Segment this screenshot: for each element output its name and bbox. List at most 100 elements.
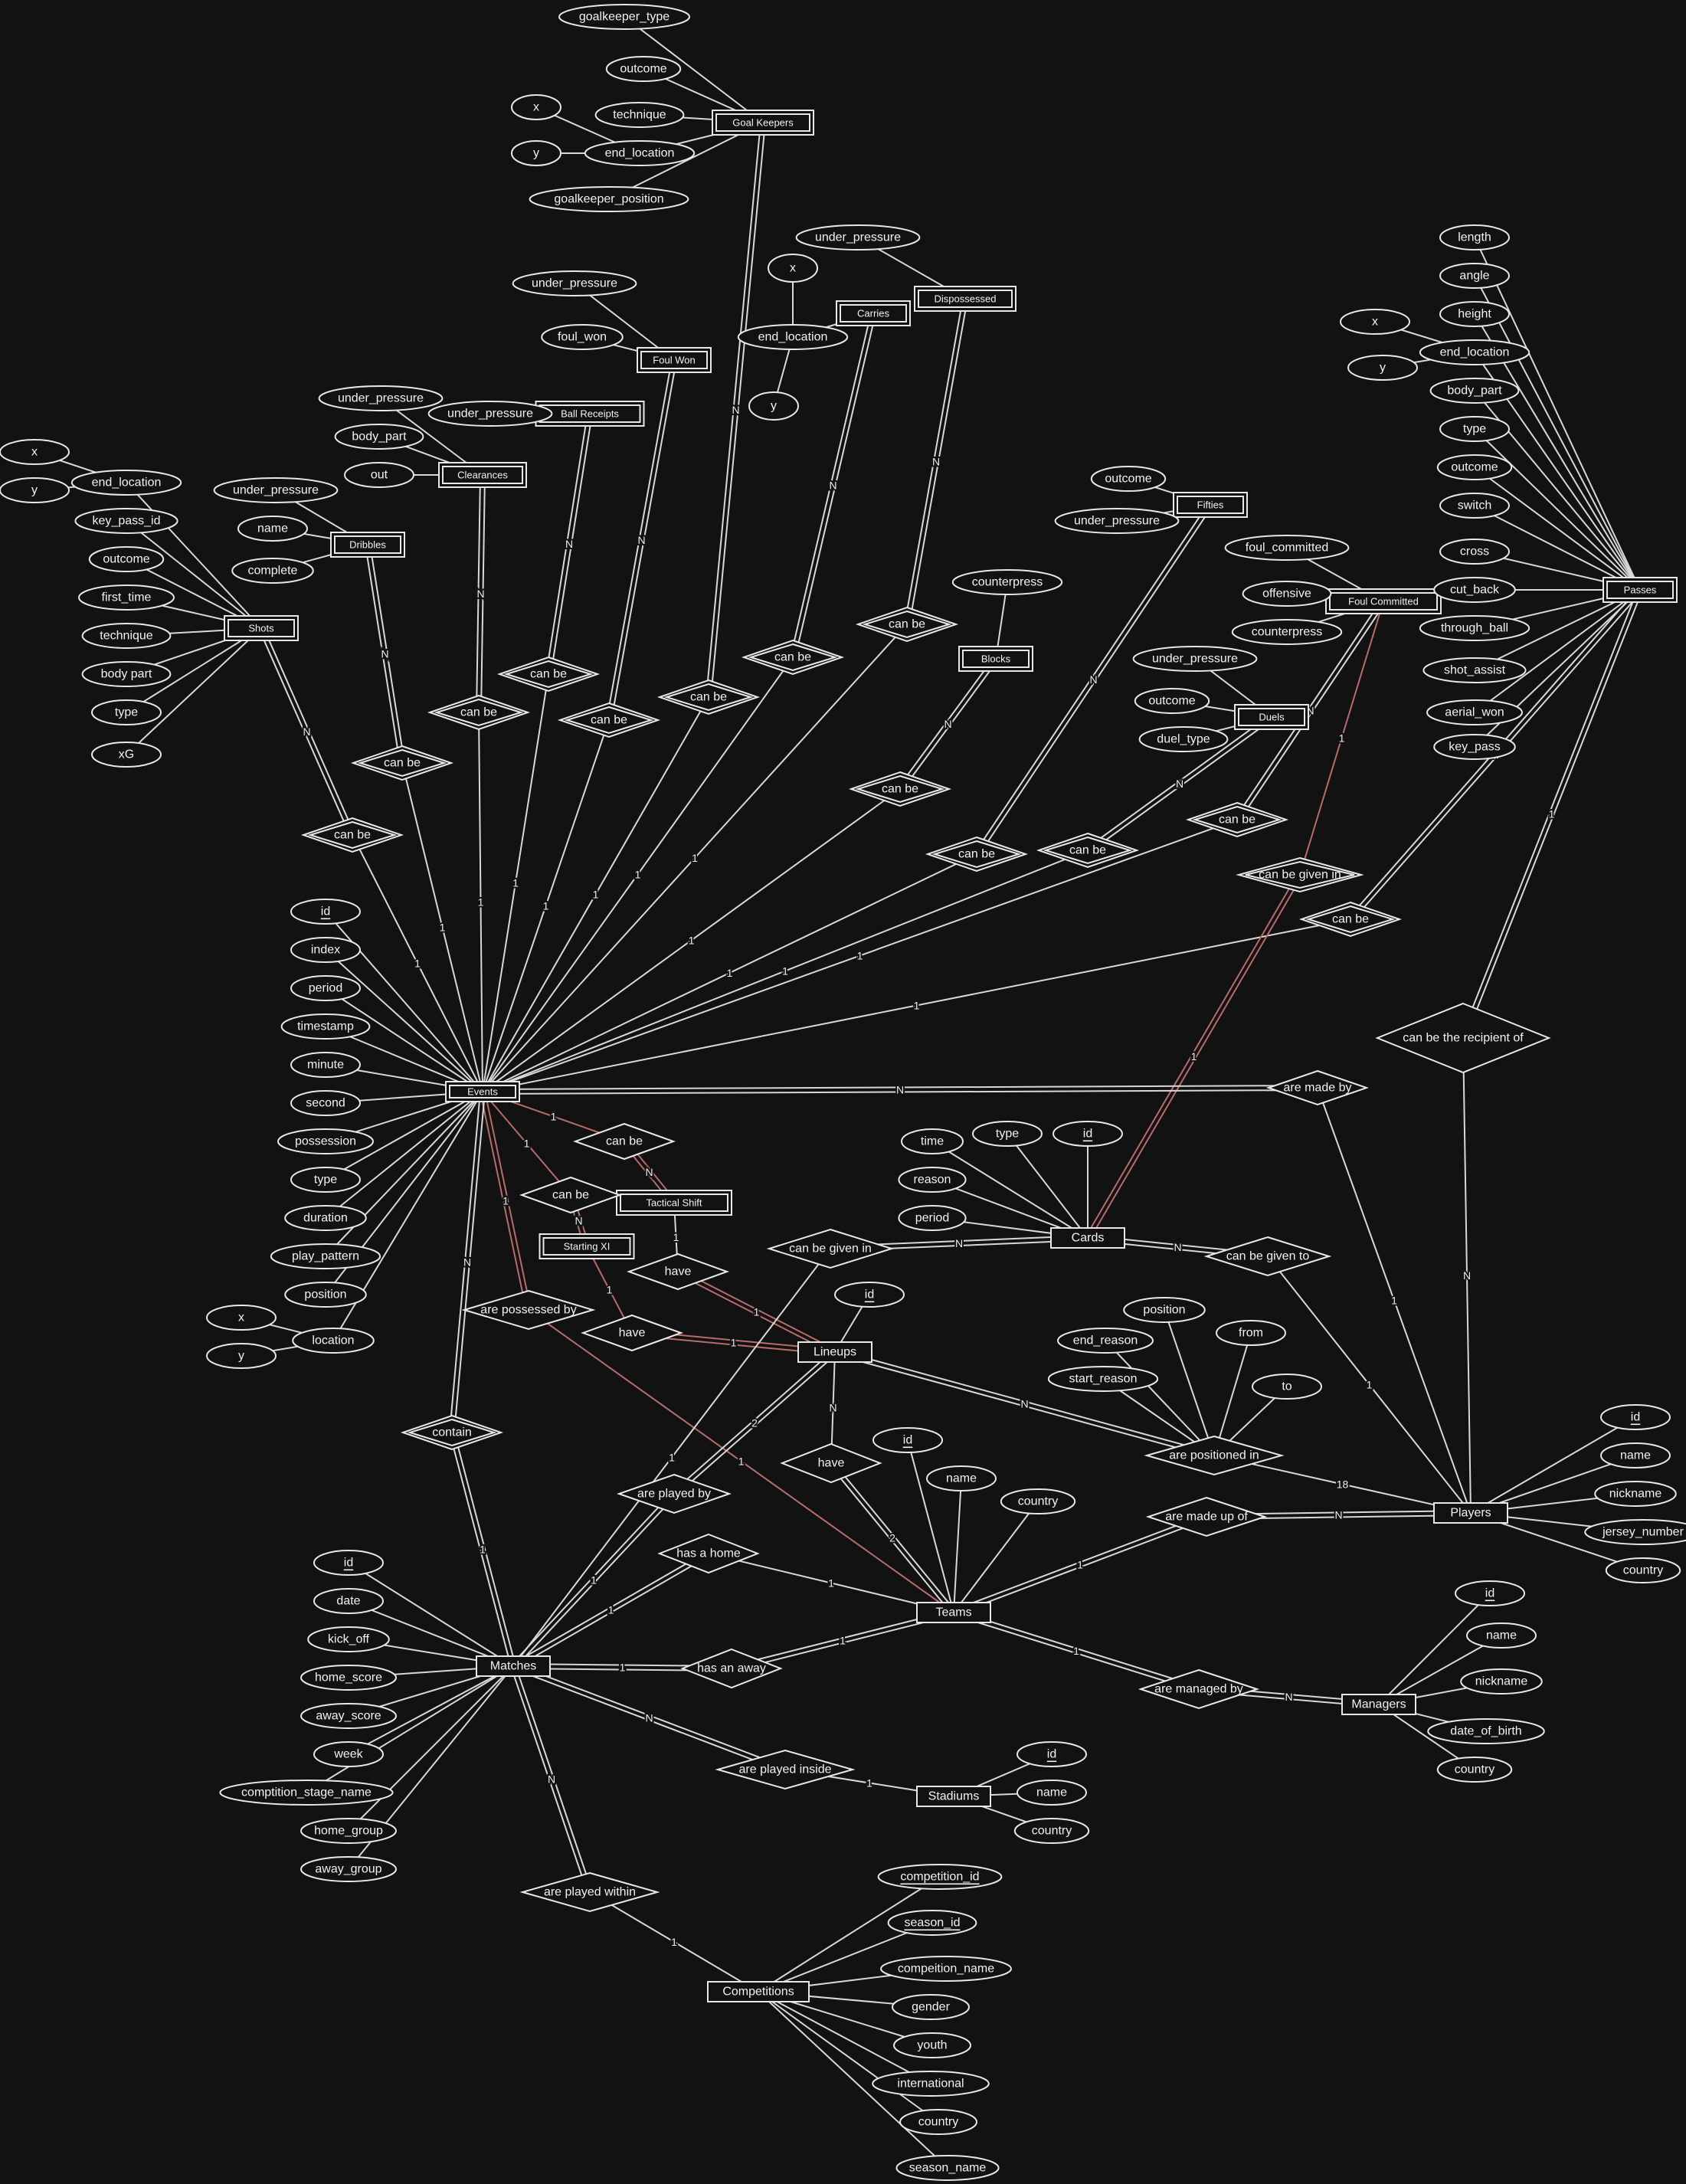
attribute-pa_cut[interactable]: cut_back bbox=[1433, 577, 1516, 603]
attribute-fw_won[interactable]: foul_won bbox=[541, 324, 624, 350]
attribute-br_up[interactable]: under_pressure bbox=[427, 401, 553, 427]
relationship-r_duels[interactable]: can be bbox=[1036, 832, 1140, 869]
attribute-ma_csn[interactable]: comptition_stage_name bbox=[219, 1780, 394, 1806]
attribute-ca_end[interactable]: end_location bbox=[737, 324, 849, 350]
attribute-ev_ts[interactable]: timestamp bbox=[280, 1013, 371, 1040]
attribute-gk_end[interactable]: end_location bbox=[584, 140, 696, 166]
entity-managers[interactable]: Managers bbox=[1341, 1694, 1416, 1715]
attribute-sh_ft[interactable]: first_time bbox=[78, 584, 175, 611]
attribute-pa_aerial[interactable]: aerial_won bbox=[1426, 699, 1523, 725]
attribute-pi_position[interactable]: position bbox=[1123, 1297, 1206, 1323]
attribute-sh_tech[interactable]: technique bbox=[81, 623, 172, 649]
entity-clearances[interactable]: Clearances bbox=[438, 462, 527, 488]
entity-dribbles[interactable]: Dribbles bbox=[330, 532, 405, 558]
attribute-ev_position[interactable]: position bbox=[284, 1282, 367, 1308]
attribute-pa_end[interactable]: end_location bbox=[1419, 339, 1530, 365]
relationship-r_have_sxi[interactable]: have bbox=[581, 1314, 683, 1352]
attribute-dr_up[interactable]: under_pressure bbox=[213, 477, 339, 503]
relationship-r_ballrec[interactable]: can be bbox=[496, 656, 601, 693]
attribute-ev_pp[interactable]: play_pattern bbox=[270, 1243, 381, 1269]
relationship-r_madeup[interactable]: are made up of bbox=[1145, 1496, 1268, 1537]
attribute-ma_hs[interactable]: home_score bbox=[300, 1665, 397, 1691]
attribute-pa_y[interactable]: y bbox=[1347, 355, 1418, 381]
relationship-r_clearances[interactable]: can be bbox=[427, 694, 531, 731]
attribute-ca_y[interactable]: y bbox=[748, 391, 799, 421]
attribute-ma_ag[interactable]: away_group bbox=[300, 1856, 397, 1882]
attribute-ma_as[interactable]: away_score bbox=[300, 1703, 397, 1729]
relationship-r_cardgiven_to[interactable]: can be given to bbox=[1203, 1236, 1332, 1277]
attribute-cd_reason[interactable]: reason bbox=[898, 1167, 967, 1193]
attribute-fw_up[interactable]: under_pressure bbox=[512, 270, 637, 296]
attribute-sh_kp[interactable]: key_pass_id bbox=[74, 508, 178, 534]
attribute-mg_id[interactable]: id bbox=[1455, 1580, 1525, 1606]
relationship-r_disp[interactable]: can be bbox=[855, 606, 959, 643]
attribute-ev_id[interactable]: id bbox=[290, 899, 361, 925]
relationship-r_cardgiven_in[interactable]: can be given in bbox=[766, 1228, 895, 1269]
relationship-r_have_lt[interactable]: have bbox=[780, 1442, 882, 1484]
attribute-pa_bp[interactable]: body_part bbox=[1429, 378, 1520, 404]
entity-players[interactable]: Players bbox=[1433, 1502, 1508, 1524]
entity-foul_won[interactable]: Foul Won bbox=[637, 347, 712, 373]
attribute-gk_y[interactable]: y bbox=[511, 140, 561, 166]
attribute-gk_pos[interactable]: goalkeeper_position bbox=[529, 186, 689, 212]
attribute-pi_to[interactable]: to bbox=[1252, 1374, 1322, 1400]
attribute-pa_height[interactable]: height bbox=[1439, 301, 1510, 327]
attribute-co_cid[interactable]: competition_id bbox=[877, 1864, 1003, 1890]
attribute-ma_week[interactable]: week bbox=[313, 1741, 384, 1767]
attribute-cl_bp[interactable]: body_part bbox=[334, 424, 424, 450]
relationship-r_foulwon[interactable]: can be bbox=[557, 702, 661, 738]
relationship-r_startxi[interactable]: can be bbox=[519, 1176, 622, 1214]
relationship-r_within[interactable]: are played within bbox=[519, 1871, 660, 1913]
entity-goal_keepers[interactable]: Goal Keepers bbox=[712, 110, 814, 136]
relationship-r_foulcom[interactable]: can be bbox=[1185, 801, 1289, 838]
relationship-r_shots[interactable]: can be bbox=[300, 817, 404, 853]
relationship-r_gk[interactable]: can be bbox=[656, 679, 761, 715]
attribute-fi_outcome[interactable]: outcome bbox=[1090, 466, 1167, 492]
entity-fifties[interactable]: Fifties bbox=[1173, 492, 1248, 518]
entity-foul_committed[interactable]: Foul Committed bbox=[1325, 588, 1442, 614]
attribute-du_outcome[interactable]: outcome bbox=[1134, 688, 1210, 714]
attribute-cd_type[interactable]: type bbox=[972, 1121, 1043, 1147]
attribute-ev_min[interactable]: minute bbox=[290, 1052, 361, 1078]
relationship-r_cardgiven_in_foul[interactable]: can be given in bbox=[1236, 856, 1364, 893]
entity-carries[interactable]: Carries bbox=[836, 300, 911, 326]
attribute-gk_outcome[interactable]: outcome bbox=[605, 56, 682, 82]
relationship-r_passes[interactable]: can be bbox=[1298, 901, 1403, 938]
attribute-pl_jersey[interactable]: jersey_number bbox=[1584, 1519, 1686, 1545]
attribute-gk_x[interactable]: x bbox=[511, 94, 561, 120]
relationship-r_recipient[interactable]: can be the recipient of bbox=[1375, 1002, 1551, 1074]
entity-passes[interactable]: Passes bbox=[1603, 577, 1678, 603]
entity-dispossessed[interactable]: Dispossessed bbox=[914, 286, 1017, 312]
attribute-di_up[interactable]: under_pressure bbox=[795, 224, 921, 250]
entity-duels[interactable]: Duels bbox=[1234, 704, 1309, 730]
attribute-cl_out[interactable]: out bbox=[344, 462, 414, 488]
attribute-gk_technique[interactable]: technique bbox=[594, 102, 685, 128]
attribute-pi_from[interactable]: from bbox=[1216, 1320, 1286, 1346]
attribute-pa_shot[interactable]: shot_assist bbox=[1422, 657, 1527, 683]
attribute-ev_index[interactable]: index bbox=[290, 937, 361, 963]
attribute-fc_off[interactable]: offensive bbox=[1242, 581, 1332, 607]
attribute-ma_date[interactable]: date bbox=[313, 1588, 384, 1614]
attribute-sh_y[interactable]: y bbox=[0, 477, 70, 503]
attribute-ev_period[interactable]: period bbox=[290, 975, 361, 1001]
attribute-gk_type[interactable]: goalkeeper_type bbox=[558, 4, 690, 30]
attribute-cd_period[interactable]: period bbox=[898, 1205, 967, 1231]
attribute-pa_key[interactable]: key_pass bbox=[1433, 734, 1516, 760]
attribute-co_cname[interactable]: compeition_name bbox=[880, 1956, 1012, 1982]
relationship-r_inside[interactable]: are played inside bbox=[715, 1749, 856, 1790]
attribute-bl_cp[interactable]: counterpress bbox=[951, 569, 1063, 595]
relationship-r_away[interactable]: has an away bbox=[680, 1648, 783, 1689]
entity-matches[interactable]: Matches bbox=[476, 1655, 551, 1677]
attribute-co_sid[interactable]: season_id bbox=[887, 1910, 977, 1936]
relationship-r_madeby[interactable]: are made by bbox=[1265, 1069, 1370, 1106]
attribute-ev_loc[interactable]: location bbox=[292, 1328, 375, 1354]
attribute-sh_end[interactable]: end_location bbox=[70, 470, 182, 496]
entity-blocks[interactable]: Blocks bbox=[958, 646, 1033, 672]
relationship-r_playedby[interactable]: are played by bbox=[616, 1473, 732, 1514]
attribute-sh_bp[interactable]: body part bbox=[81, 661, 172, 687]
relationship-r_home[interactable]: has a home bbox=[657, 1533, 760, 1574]
attribute-cd_id[interactable]: id bbox=[1053, 1121, 1123, 1147]
attribute-dr_name[interactable]: name bbox=[237, 516, 308, 542]
attribute-mg_nick[interactable]: nickname bbox=[1460, 1668, 1543, 1694]
relationship-r_managed[interactable]: are managed by bbox=[1138, 1668, 1260, 1710]
